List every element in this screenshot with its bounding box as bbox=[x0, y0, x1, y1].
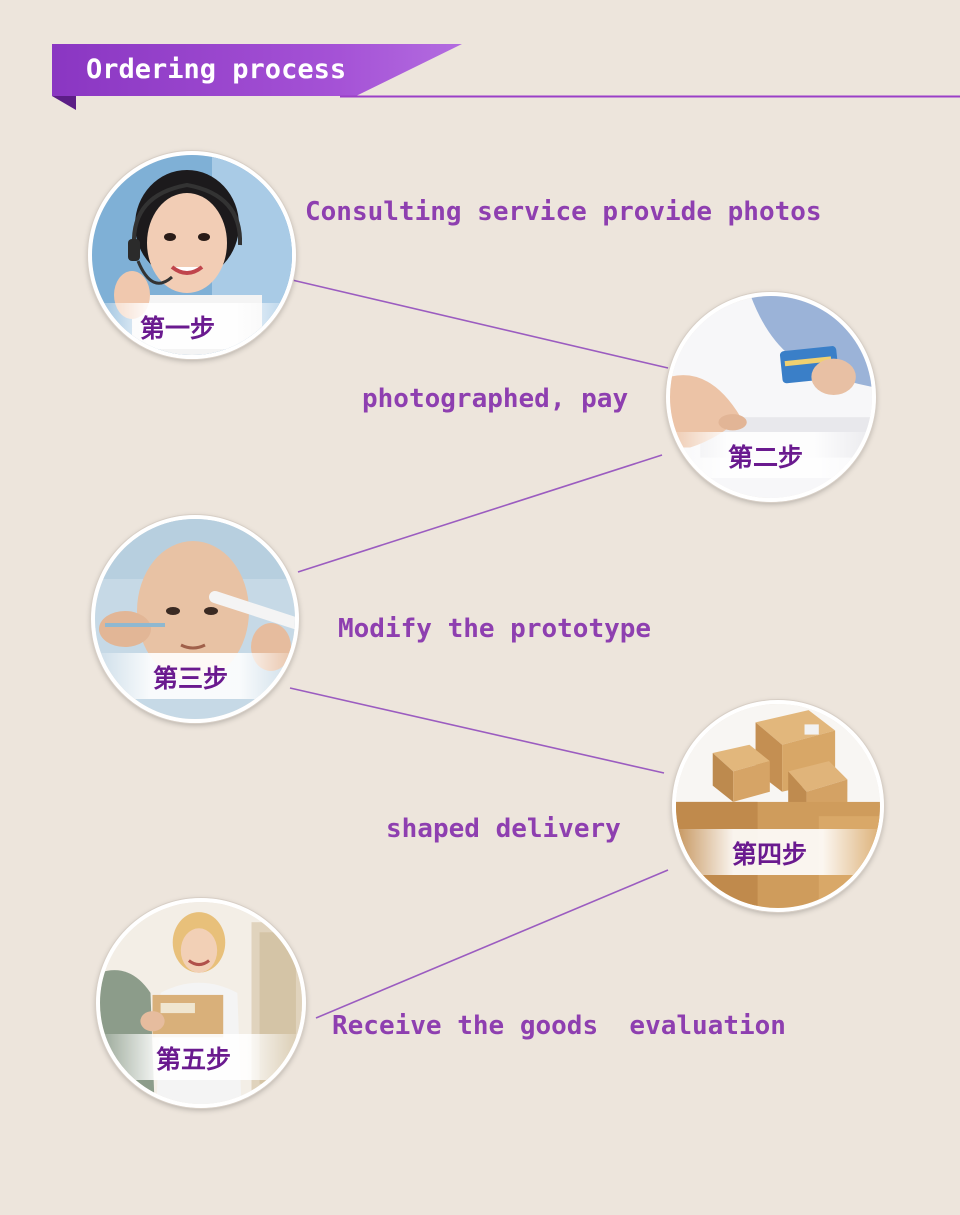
step-3-image: 第三步 bbox=[91, 515, 299, 723]
step-5-image: 第五步 bbox=[96, 898, 306, 1108]
step-1-badge: 第一步 bbox=[92, 303, 292, 349]
step-4-label: shaped delivery bbox=[386, 814, 621, 844]
step-4-badge: 第四步 bbox=[676, 829, 880, 875]
step-3-badge: 第三步 bbox=[95, 653, 295, 699]
header-ribbon bbox=[52, 44, 960, 110]
step-5-label: Receive the goods evaluation bbox=[332, 1011, 786, 1041]
step-5-badge-text: 第五步 bbox=[156, 1045, 232, 1074]
step-2-image: 第二步 bbox=[666, 292, 876, 502]
step-2-badge-text: 第二步 bbox=[728, 443, 804, 472]
step-3-badge-text: 第三步 bbox=[153, 664, 229, 693]
step-1-badge-text: 第一步 bbox=[140, 314, 216, 343]
step-4-badge-text: 第四步 bbox=[732, 840, 808, 869]
step-2-badge: 第二步 bbox=[670, 432, 872, 478]
page-title: Ordering process bbox=[86, 54, 347, 85]
step-4-image: 第四步 bbox=[672, 700, 884, 912]
step-2-label: photographed, pay bbox=[362, 384, 629, 414]
cardboard-boxes-photo bbox=[676, 704, 880, 908]
step-5-badge: 第五步 bbox=[100, 1034, 302, 1080]
step-3-label: Modify the prototype bbox=[338, 614, 652, 644]
step-1-image: 第一步 bbox=[88, 151, 296, 359]
step-1-label: Consulting service provide photos bbox=[305, 197, 822, 227]
